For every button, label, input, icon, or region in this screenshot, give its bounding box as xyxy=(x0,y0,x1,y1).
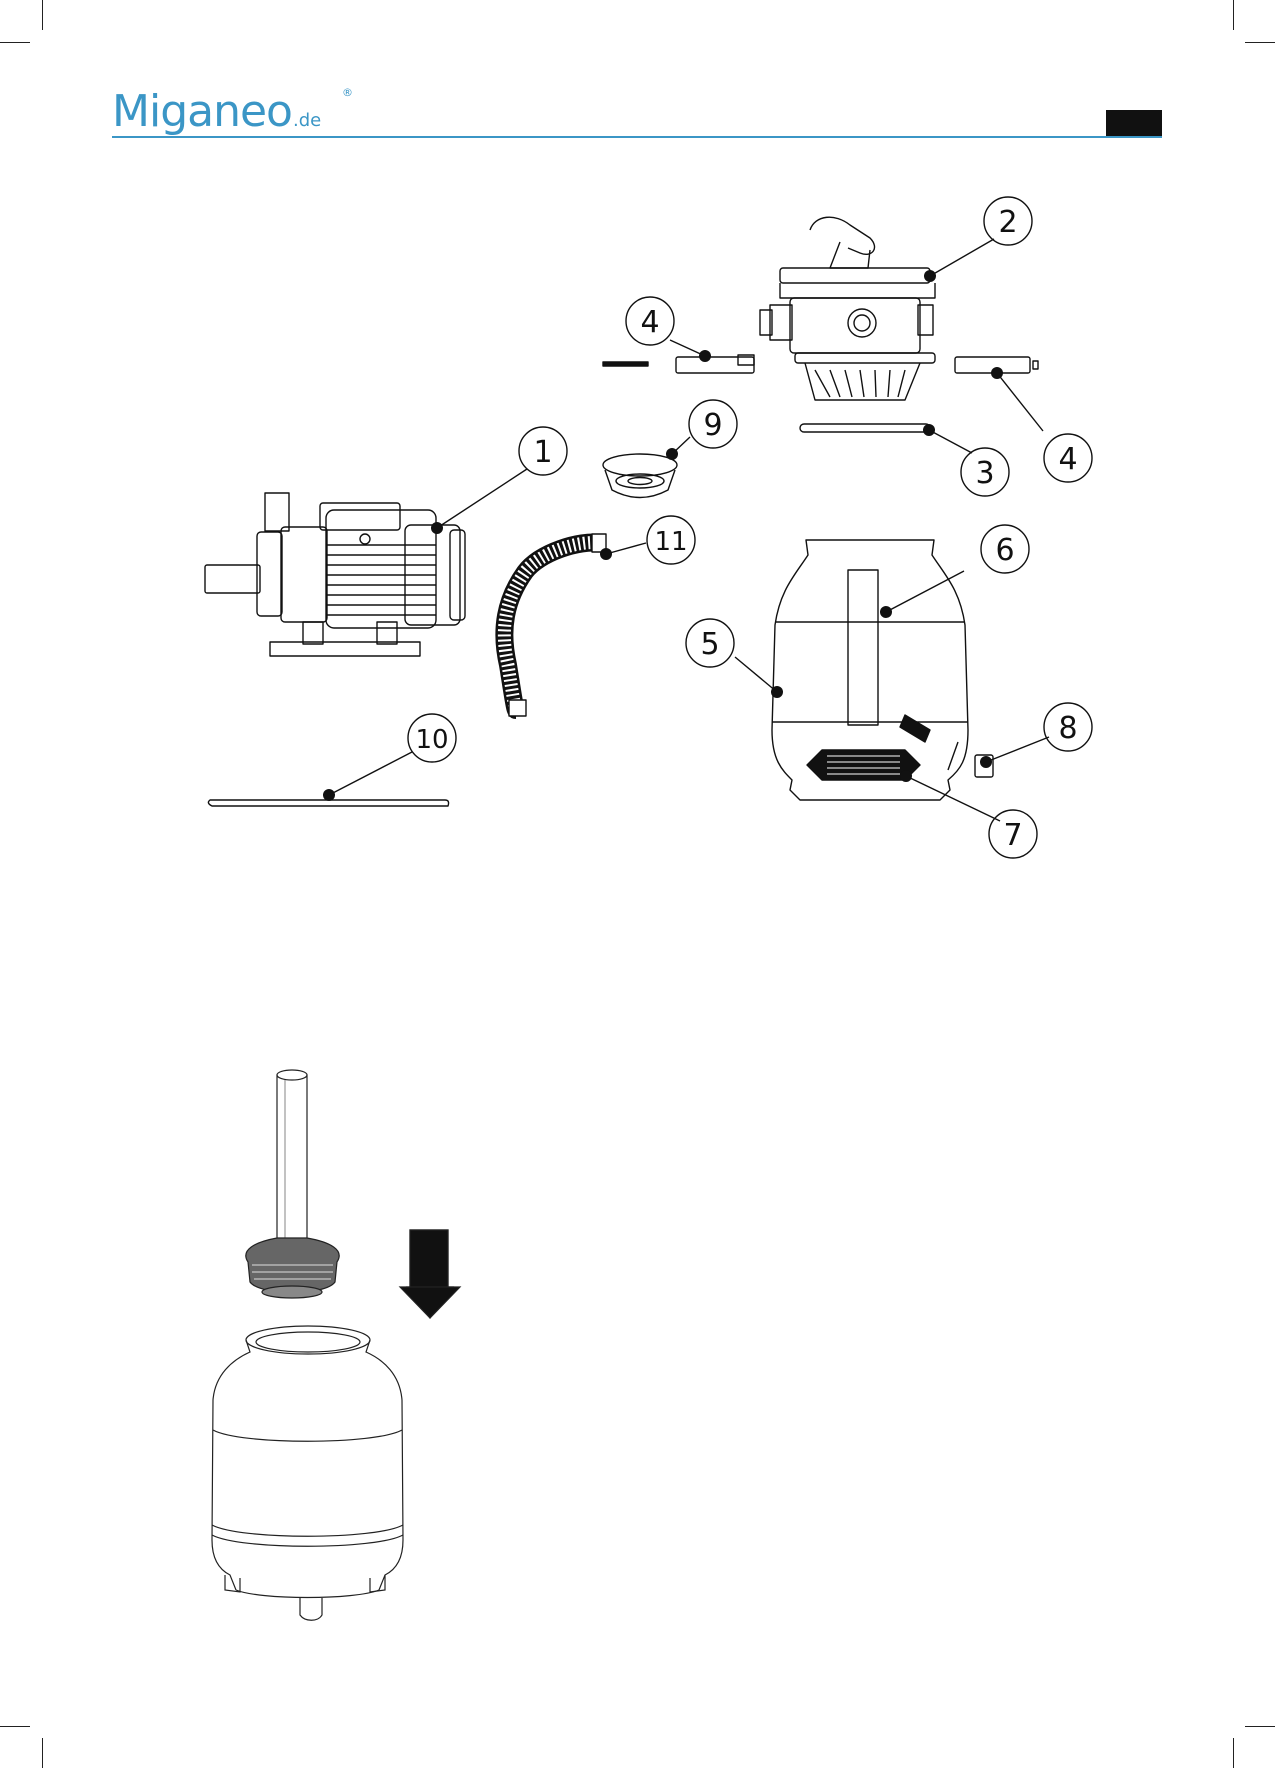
center-pipe-drawing xyxy=(277,1070,307,1240)
lateral-drawing xyxy=(246,1238,339,1298)
down-arrow-icon xyxy=(400,1230,460,1318)
tank-drawing xyxy=(212,1326,403,1620)
